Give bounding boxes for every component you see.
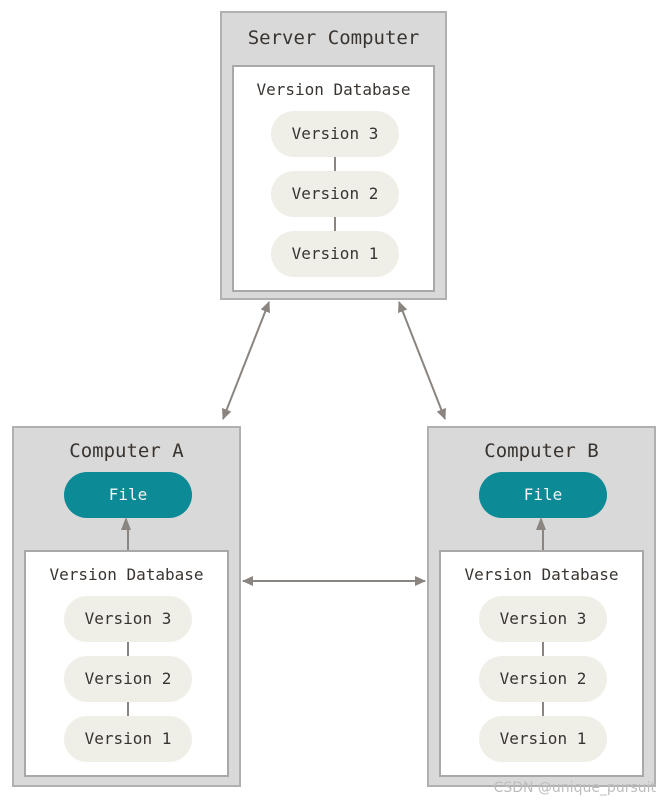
computer-b-version-database: Version Database Version 3 Version 2 Ver… (439, 550, 644, 777)
computer-b-box: Computer B File Version Database Version… (427, 426, 656, 787)
server-database-title: Version Database (256, 80, 411, 99)
server-computer-title: Server Computer (247, 27, 420, 49)
server-version-3: Version 3 (271, 111, 399, 157)
server-version-database: Version Database Version 3 Version 2 Ver… (232, 65, 435, 292)
computer-a-version-1: Version 1 (64, 716, 192, 762)
server-version-link-3-2 (334, 157, 336, 171)
computer-b-version-2: Version 2 (479, 656, 607, 702)
computer-b-version-link-3-2 (542, 642, 544, 656)
computer-b-title: Computer B (484, 440, 599, 462)
watermark: CSDN @unique_pursuit (493, 780, 656, 796)
computer-b-version-1: Version 1 (479, 716, 607, 762)
computer-a-file-link (127, 528, 129, 550)
server-version-2: Version 2 (271, 171, 399, 217)
computer-a-title: Computer A (69, 440, 184, 462)
computer-a-version-database: Version Database Version 3 Version 2 Ver… (24, 550, 229, 777)
arrow-server-computer-a (222, 301, 270, 420)
computer-a-file: File (64, 472, 192, 518)
computer-a-version-link-2-1 (127, 702, 129, 716)
computer-b-version-3: Version 3 (479, 596, 607, 642)
server-version-link-2-1 (334, 217, 336, 231)
computer-a-box: Computer A File Version Database Version… (12, 426, 241, 787)
computer-a-version-link-3-2 (127, 642, 129, 656)
computer-b-file: File (479, 472, 607, 518)
computer-a-version-3: Version 3 (64, 596, 192, 642)
server-computer-box: Server Computer Version Database Version… (220, 11, 447, 300)
computer-b-file-link (542, 528, 544, 550)
computer-a-database-title: Version Database (49, 565, 204, 584)
computer-b-version-link-2-1 (542, 702, 544, 716)
server-version-1: Version 1 (271, 231, 399, 277)
computer-b-database-title: Version Database (464, 565, 619, 584)
computer-a-version-2: Version 2 (64, 656, 192, 702)
arrow-server-computer-b (398, 301, 446, 420)
